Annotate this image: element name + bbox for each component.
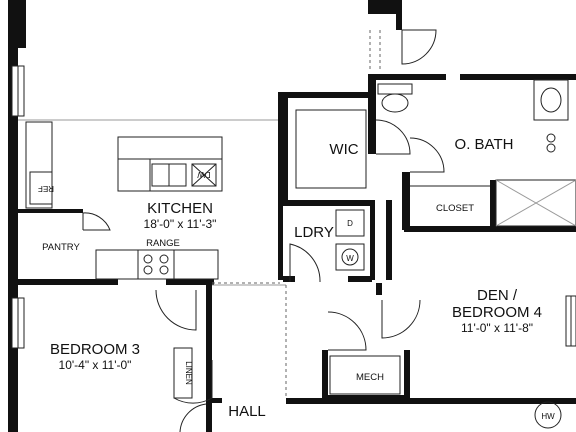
washer-label: W xyxy=(346,254,354,263)
kitchen-name: KITCHEN xyxy=(147,200,213,217)
kitchen-dims: 18'-0" x 11'-3" xyxy=(144,217,217,231)
linen-name: LINEN xyxy=(184,361,193,385)
den-dims: 11'-0" x 11'-8" xyxy=(461,321,533,335)
hall-name: HALL xyxy=(228,403,266,420)
fixture-labels: RANGE REF DW D W HW xyxy=(38,170,555,421)
closet-name: CLOSET xyxy=(436,203,474,214)
mech-name: MECH xyxy=(356,372,384,383)
pantry-name: PANTRY xyxy=(42,242,80,253)
room-labels: KITCHEN 18'-0" x 11'-3" BEDROOM 3 10'-4"… xyxy=(42,136,542,420)
ref-label: REF xyxy=(38,184,54,193)
range-label: RANGE xyxy=(146,238,180,249)
windows xyxy=(11,65,576,349)
dw-label: DW xyxy=(197,170,211,179)
water-heater-label: HW xyxy=(541,412,555,421)
bedroom3-dims: 10'-4" x 11'-0" xyxy=(59,358,132,372)
wic-name: WIC xyxy=(329,141,358,158)
den-name-line2: BEDROOM 4 xyxy=(452,304,542,321)
obath-name: O. BATH xyxy=(455,136,514,153)
walls xyxy=(8,0,576,432)
ldry-name: LDRY xyxy=(294,224,334,241)
partitions xyxy=(18,30,576,429)
den-name-line1: DEN / xyxy=(477,287,518,304)
door-swings xyxy=(82,29,445,432)
bedroom3-name: BEDROOM 3 xyxy=(50,341,140,358)
dryer-label: D xyxy=(347,219,353,228)
